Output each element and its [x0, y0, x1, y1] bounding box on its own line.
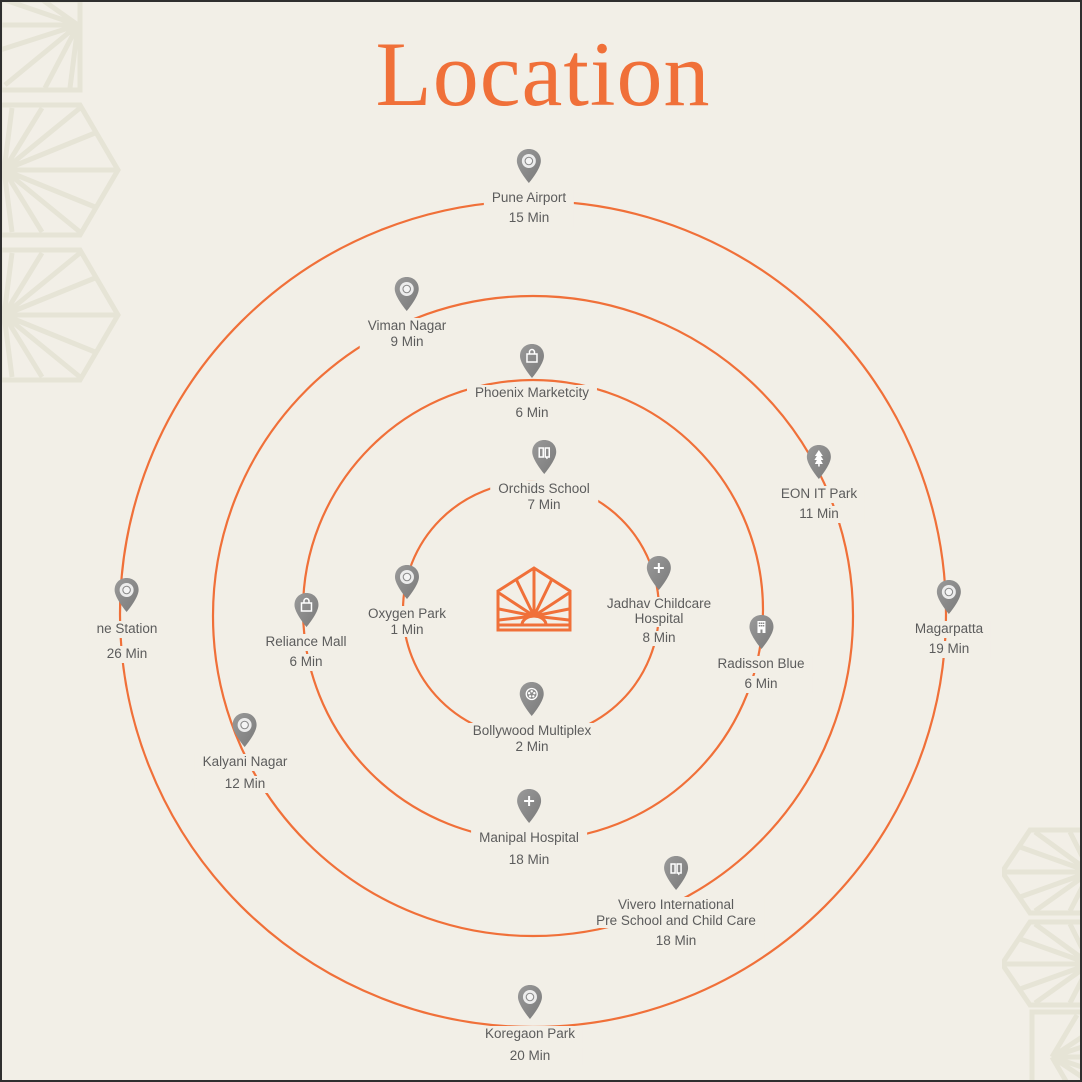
circle-pin-icon	[394, 276, 420, 312]
travel-time: 9 Min	[359, 333, 455, 350]
travel-time: 26 Min	[88, 645, 166, 663]
travel-time: 20 Min	[476, 1047, 584, 1065]
place-koregaon-park[interactable]: Koregaon Park 20 Min	[476, 984, 584, 1065]
place-name-line2: Pre School and Child Care	[588, 912, 764, 929]
place-name: ne Station	[88, 621, 166, 638]
place-oxygen-park[interactable]: Oxygen Park 1 Min	[359, 564, 455, 638]
place-reliance-mall[interactable]: Reliance Mall 6 Min	[257, 592, 355, 671]
place-eon-it-park[interactable]: EON IT Park 11 Min	[772, 444, 866, 523]
place-name: Oxygen Park	[359, 606, 455, 622]
place-name: Magarpatta	[906, 621, 992, 638]
plus-icon	[646, 555, 672, 591]
place-radisson-blue[interactable]: Radisson Blue 6 Min	[709, 614, 813, 693]
shopping-bag-icon	[519, 343, 545, 379]
place-bollywood-multiplex[interactable]: Bollywood Multiplex 2 Min	[464, 681, 600, 755]
travel-time: 8 Min	[598, 630, 720, 646]
place-jadhav-childcare-hospital[interactable]: Jadhav Childcare Hospital 8 Min	[598, 555, 720, 646]
travel-time: 18 Min	[588, 933, 764, 949]
place-name: Orchids School	[490, 481, 598, 497]
place-name: Jadhav Childcare	[598, 596, 720, 612]
place-viman-nagar[interactable]: Viman Nagar 9 Min	[359, 276, 455, 350]
place-name: Phoenix Marketcity	[466, 385, 598, 402]
travel-time: 6 Min	[257, 653, 355, 671]
building-icon	[748, 614, 774, 650]
place-name: Pune Airport	[483, 190, 575, 207]
book-icon	[663, 855, 689, 891]
plus-icon	[516, 788, 542, 824]
circle-pin-icon	[936, 579, 962, 615]
place-pune-airport[interactable]: Pune Airport 15 Min	[483, 148, 575, 227]
place-name: Kalyani Nagar	[194, 754, 296, 771]
page-title: Location	[375, 23, 711, 125]
tree-icon	[806, 444, 832, 480]
place-manipal-hospital[interactable]: Manipal Hospital 18 Min	[471, 788, 587, 869]
travel-time: 7 Min	[490, 496, 598, 513]
circle-pin-icon	[232, 712, 258, 748]
place-magarpatta[interactable]: Magarpatta 19 Min	[906, 579, 992, 658]
circle-pin-icon	[516, 148, 542, 184]
travel-time: 12 Min	[194, 775, 296, 793]
travel-time: 6 Min	[709, 675, 813, 693]
house-sunrise-logo	[496, 566, 572, 632]
film-reel-icon	[519, 681, 545, 717]
place-orchids-school[interactable]: Orchids School 7 Min	[490, 439, 598, 513]
place-name: Radisson Blue	[709, 656, 813, 673]
decorative-pattern-left	[2, 2, 121, 383]
travel-time: 19 Min	[906, 640, 992, 658]
travel-time: 1 Min	[359, 621, 455, 638]
place-name: EON IT Park	[772, 486, 866, 503]
place-name: Koregaon Park	[476, 1026, 584, 1043]
travel-time: 11 Min	[772, 505, 866, 523]
shopping-bag-icon	[293, 592, 319, 628]
place-phoenix-marketcity[interactable]: Phoenix Marketcity 6 Min	[466, 343, 598, 422]
place-name: Reliance Mall	[257, 634, 355, 651]
place-kalyani-nagar[interactable]: Kalyani Nagar 12 Min	[194, 712, 296, 793]
place-name: Vivero International	[588, 897, 764, 913]
book-icon	[531, 439, 557, 475]
decorative-pattern-right	[1002, 827, 1080, 1080]
place-name: Viman Nagar	[359, 318, 455, 334]
place-name: Manipal Hospital	[471, 830, 587, 847]
ring-third	[211, 294, 855, 938]
travel-time: 15 Min	[483, 209, 575, 227]
travel-time: 6 Min	[466, 404, 598, 422]
place-vivero-international[interactable]: Vivero International Pre School and Chil…	[588, 855, 764, 949]
circle-pin-icon	[394, 564, 420, 600]
place-name: Bollywood Multiplex	[464, 723, 600, 739]
circle-pin-icon	[517, 984, 543, 1020]
travel-time: 2 Min	[464, 738, 600, 755]
place-pune-station[interactable]: ne Station 26 Min	[88, 577, 166, 663]
circle-pin-icon	[114, 577, 140, 613]
travel-time: 18 Min	[471, 851, 587, 869]
place-name-line2: Hospital	[598, 611, 720, 627]
